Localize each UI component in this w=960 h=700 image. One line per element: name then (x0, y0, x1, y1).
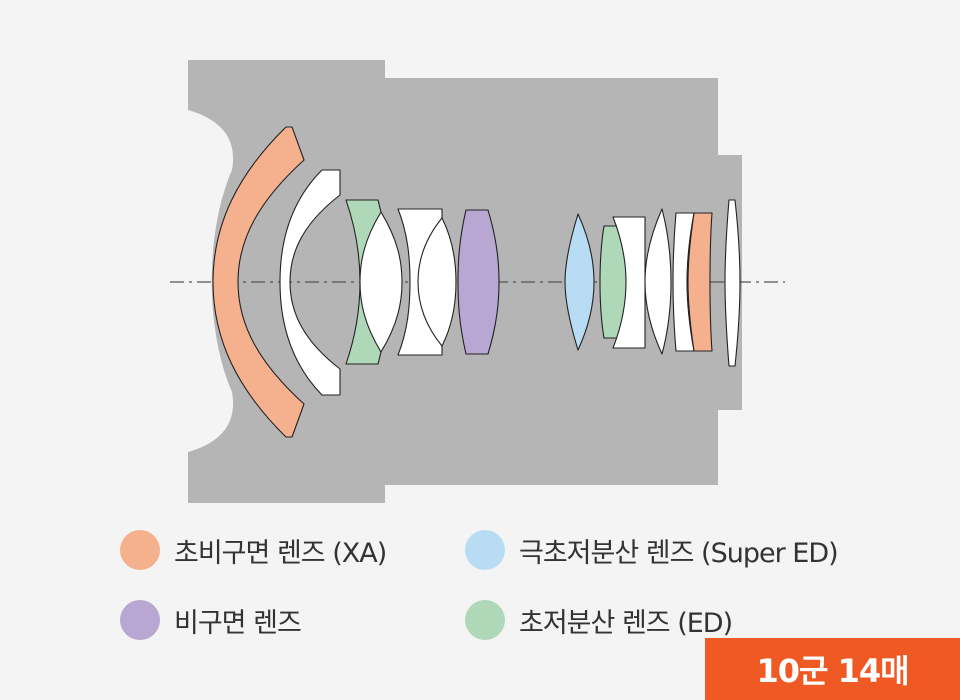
legend-item-super-ed: 극초저분산 렌즈 (Super ED) (465, 526, 885, 574)
lens-element-6 (417, 217, 457, 347)
lens-element-8-super-ed (564, 213, 595, 351)
lens-element-10 (612, 216, 646, 349)
badge-text: 10군 14매 (756, 652, 909, 690)
lens-element-2 (279, 169, 341, 396)
legend-item-xa: 초비구면 렌즈 (XA) (120, 526, 465, 574)
lens-element-14 (724, 199, 741, 367)
legend-item-ed: 초저분산 렌즈 (ED) (465, 596, 885, 644)
xa-swatch (120, 530, 160, 570)
lens-element-13-xa (687, 212, 713, 352)
legend-label-aspherical: 비구면 렌즈 (174, 607, 302, 639)
lens-element-11 (644, 208, 672, 355)
super-ed-swatch (465, 530, 505, 570)
lens-element-7-aspherical (457, 209, 500, 355)
legend-label-xa: 초비구면 렌즈 (XA) (174, 537, 387, 569)
lens-construction-diagram (170, 60, 785, 503)
aspherical-swatch (120, 600, 160, 640)
legend-item-aspherical: 비구면 렌즈 (120, 596, 465, 644)
legend-label-super-ed: 극초저분산 렌즈 (Super ED) (519, 537, 839, 569)
lens-group-count-badge: 10군 14매 (705, 638, 960, 700)
lens-element-4 (359, 211, 403, 353)
lens-type-legend: 초비구면 렌즈 (XA) 극초저분산 렌즈 (Super ED) 비구면 렌즈 … (120, 526, 885, 644)
legend-label-ed: 초저분산 렌즈 (ED) (519, 607, 733, 639)
lens-element-1-xa (212, 126, 305, 438)
ed-swatch (465, 600, 505, 640)
